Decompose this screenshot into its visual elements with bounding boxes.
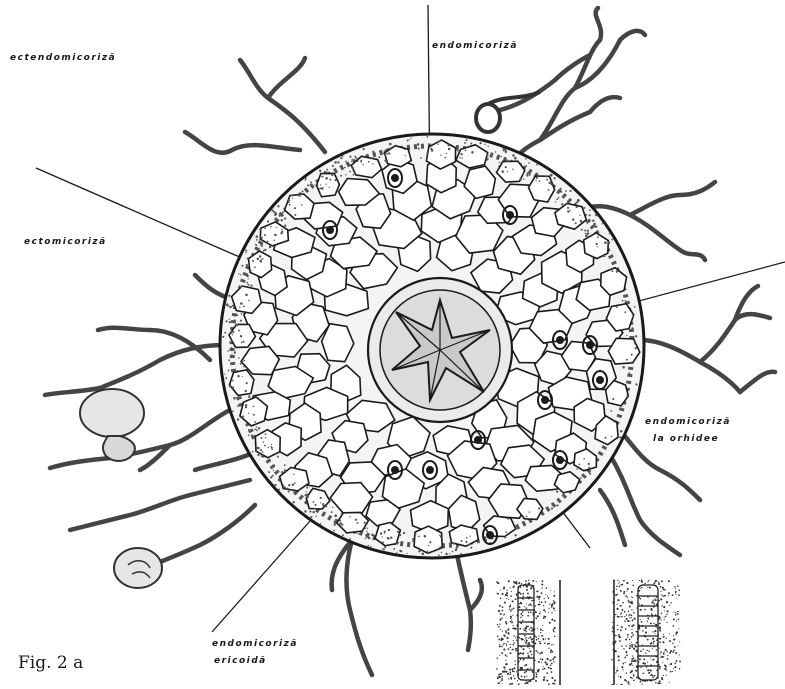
label-endomicoriza-orhidee-line2: la orhidee [653, 433, 719, 445]
spore-small [114, 548, 162, 588]
hypha-bottom-1 [346, 540, 372, 675]
inset-hyphae-detail [487, 575, 785, 685]
label-endomicoriza-ericoida-line2: ericoidă [214, 655, 267, 667]
spore-large-neck [103, 436, 135, 461]
hypha-left-5 [70, 480, 250, 530]
hypha-bottom-4 [470, 580, 482, 610]
figure-caption: Fig. 2 a [18, 653, 83, 673]
hypha-lower-right-2 [610, 455, 680, 555]
hypha-right-6 [740, 372, 775, 392]
spores [80, 389, 162, 588]
cortex-cell [608, 338, 640, 364]
hypha-bottom-3 [455, 545, 471, 650]
inset-background [487, 575, 785, 685]
hypha-top-right-5 [596, 8, 601, 40]
hypha-left-7 [195, 455, 248, 470]
label-ectomicoriza: ectomicoriză [24, 236, 107, 248]
hypha-right-3 [640, 340, 740, 392]
hypha-top-left-3 [268, 58, 305, 98]
hypha-lower-right-3 [600, 490, 625, 545]
label-ectendomicoriza: ectendomicoriză [10, 52, 116, 64]
root-cross-section [220, 134, 644, 558]
label-endomicoriza-ericoida-line1: endomicoriză [212, 638, 298, 650]
hypha-left-2 [98, 328, 210, 360]
spore-large [80, 389, 144, 437]
cortex-cell [317, 173, 340, 196]
hypha-right-2 [630, 182, 715, 215]
label-endomicoriza-top: endomicoriză [432, 40, 518, 52]
hypha-top-left-1 [240, 60, 325, 152]
label-endomicoriza-orhidee-line1: endomicoriză [645, 416, 731, 428]
hypha-top-left-2 [185, 132, 300, 153]
hypha-left-6 [160, 505, 255, 562]
hypha-left-1 [45, 345, 225, 395]
